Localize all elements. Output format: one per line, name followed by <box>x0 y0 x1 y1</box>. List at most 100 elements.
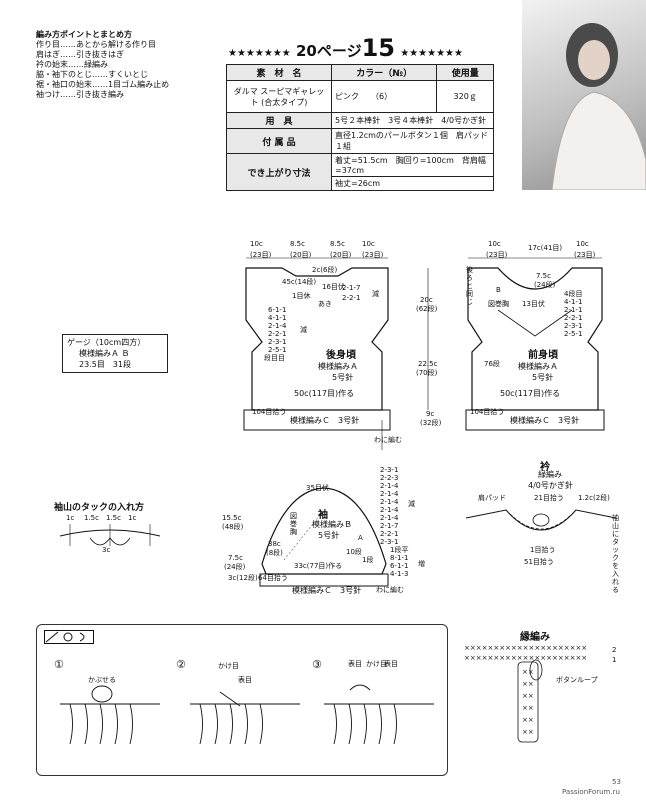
knitting-illustrations <box>60 684 434 745</box>
edging-chart: ××××××××××××××××××××× ××××××××××××××××××… <box>464 644 587 743</box>
back-arm-dec: 2-3-1 <box>268 338 287 346</box>
edging-row-2: 2 <box>612 646 617 654</box>
back-st-3: (20目) <box>330 251 352 259</box>
title-prefix: 20ページ <box>296 42 362 60</box>
back-arm-dec: 2-1-4 <box>268 322 287 330</box>
back-shoulder-dec-1: 2-1-7 <box>342 284 361 292</box>
site-watermark: PassionForum.ru <box>562 788 620 796</box>
spec-color: ピンク （6） <box>330 80 438 113</box>
collar-pick2: 51目拾う <box>524 558 554 566</box>
sleeve-cap-h: 15.5c <box>222 514 242 522</box>
sleeve-rows38: 38c <box>268 540 281 548</box>
spec-size1: 着丈=51.5cm 胸回り=100cm 背肩幅=37cm <box>331 153 494 177</box>
sleeve-inc: 1段平 <box>390 546 409 554</box>
spec-header-color: カラー（№） <box>330 64 438 81</box>
svg-text:××: ×× <box>522 692 534 700</box>
back-rows-body: (70段) <box>416 369 438 377</box>
tuck-w4: 1c <box>128 514 137 522</box>
spec-material: ダルマ スーピマギャレット (合太タイプ) <box>226 80 332 113</box>
back-cast: 50c(117目)作る <box>294 389 355 398</box>
sleeve-lower-h: 7.5c <box>228 554 243 562</box>
sleeve-dec-word: 減 <box>408 500 415 508</box>
back-ake: あき <box>318 300 332 308</box>
model-photo <box>522 0 646 191</box>
back-neck-rows: 2c(6段) <box>312 266 338 274</box>
front-rib: 模様編みＣ 3号針 <box>510 416 580 425</box>
front-neck-dec: 2-1-1 <box>564 306 583 314</box>
spec-size2: 袖丈=26cm <box>331 176 494 191</box>
sleeve-top: 35目伏 <box>306 484 329 492</box>
sleeve-width: 33c(77目)作る <box>294 562 343 570</box>
front-st-2: (23目) <box>574 251 596 259</box>
back-rib: 模様編みＣ 3号針 <box>290 416 360 425</box>
spec-amount: 320ｇ <box>436 80 494 113</box>
sleeve-needle: 5号針 <box>318 531 340 540</box>
front-st-1: (23目) <box>486 251 508 259</box>
tuck-bottom: 3c <box>102 546 111 554</box>
sleeve-cap-dec: 2-1-7 <box>380 522 399 530</box>
back-rows-yoke: (62段) <box>416 305 438 313</box>
front-neck2: (24段) <box>534 281 556 289</box>
back-st-ake: 16目伏 <box>322 283 345 291</box>
stars-right: ★★★★★★★ <box>400 48 463 59</box>
collar-rows: 1.2c(2段) <box>578 494 610 502</box>
svg-text:×××××××××××××××××××××: ××××××××××××××××××××× <box>464 644 587 652</box>
step3-label-b: かけ目 <box>366 660 387 668</box>
svg-text:××: ×× <box>522 668 534 676</box>
stars-left: ★★★★★★★ <box>228 48 291 59</box>
edging-title: 縁編み <box>520 632 550 643</box>
tuck-diagram <box>60 524 160 546</box>
back-pick: 104目拾う <box>252 408 287 416</box>
knitting-points: 編み方ポイントとまとめ方 作り目……あとから解ける作り目 肩はぎ……引き抜きはぎ… <box>36 30 169 100</box>
back-height-body: 22.5c <box>418 360 438 368</box>
tuck-w1: 1c <box>66 514 75 522</box>
back-rib-rows: 9c <box>426 410 435 418</box>
back-circular: わに編む <box>374 436 402 444</box>
back-shoulder: 45c(14段) <box>282 278 317 286</box>
back-body-diagram <box>243 257 429 450</box>
point-item: 脇・袖下のとじ……すくいとじ <box>36 70 148 79</box>
sleeve-rib-h: 3c(12段) <box>228 574 258 582</box>
sleeve-inc-word: 増 <box>418 560 425 568</box>
gauge-title: ゲージ（10cm四方） <box>67 338 146 347</box>
tuck-title: 袖山のタックの入れ方 <box>54 503 145 513</box>
sleeve-inc: 8-1-1 <box>390 554 409 562</box>
spec-header-tools: 用 具 <box>226 112 332 129</box>
spec-tools: 5号２本棒針 3号４本棒針 4/0号かぎ針 <box>331 112 494 129</box>
model-photo-illustration <box>551 23 646 191</box>
front-neck-dec: 2-5-1 <box>564 330 583 338</box>
front-dim-3: 10c <box>576 240 589 248</box>
sleeve-rows2: (8段) <box>266 549 283 557</box>
sleeve-cap-dec: 2-3-1 <box>380 466 399 474</box>
back-dim-4: 10c <box>362 240 375 248</box>
back-arm-dec: 6-1-1 <box>268 306 287 314</box>
front-dim-2: 17c(41目) <box>528 244 563 252</box>
sleeve-lower-rows: (24段) <box>224 563 246 571</box>
sleeve-pick: 64目拾う <box>258 574 288 582</box>
point-item: 肩はぎ……引き抜きはぎ <box>36 50 124 59</box>
title-number: 15 <box>361 34 395 62</box>
front-title: 前身頃 <box>528 350 558 361</box>
point-item: 裾・袖口の始末……1目ゴム編み止め <box>36 80 170 89</box>
step-1: ① <box>54 658 64 671</box>
points-heading: 編み方ポイントとまとめ方 <box>36 30 132 39</box>
collar-needle: 4/0号かぎ針 <box>528 481 573 490</box>
sleeve-a: A <box>358 534 363 542</box>
sleeve-inc: 6-1-1 <box>390 562 409 570</box>
front-neck-dec: 4-1-1 <box>564 298 583 306</box>
step-2: ② <box>176 658 186 671</box>
sleeve-diagram <box>259 487 389 587</box>
knit-symbol-icon <box>44 630 94 644</box>
howto-box <box>36 624 448 776</box>
back-arm-dec-word: 減 <box>300 326 307 334</box>
howto-symbol <box>44 630 94 647</box>
front-neck-dec: 2-3-1 <box>564 322 583 330</box>
back-arm-dec: 段目目 <box>264 354 285 362</box>
step2-label-a: かけ目 <box>218 662 239 670</box>
collar-pattern: 緑編み <box>538 470 562 479</box>
edging-row-1: 1 <box>612 656 617 664</box>
front-rows: 76段 <box>484 360 500 368</box>
sleeve-pattern: 模様編みＢ <box>312 520 352 529</box>
sleeve-cap-dec: 2-1-4 <box>380 482 399 490</box>
step1-label: かぶせる <box>88 676 116 684</box>
